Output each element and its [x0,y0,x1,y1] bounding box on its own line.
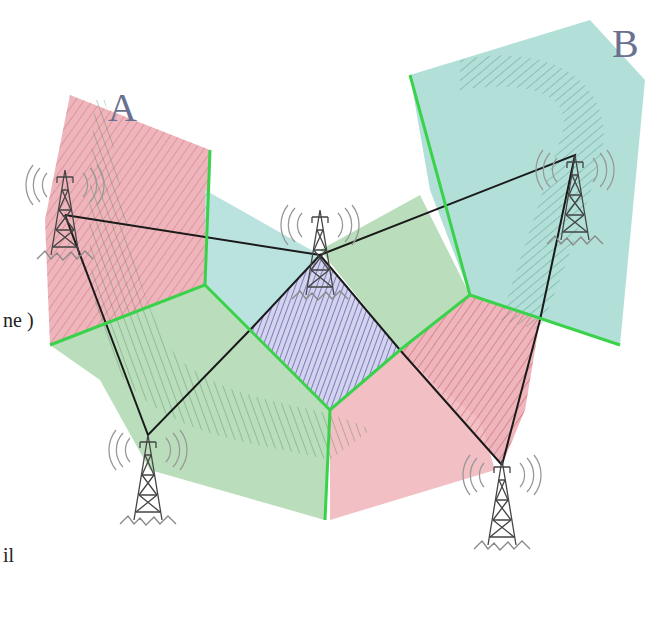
voronoi-edges [50,75,620,520]
region-letter: A [108,88,137,128]
cut-text: il [3,545,14,565]
region-letter: B [612,24,639,64]
voronoi-cells [45,20,645,520]
hatching [45,56,604,465]
cut-text: ne ) [3,310,34,330]
cell-towers [26,150,614,550]
